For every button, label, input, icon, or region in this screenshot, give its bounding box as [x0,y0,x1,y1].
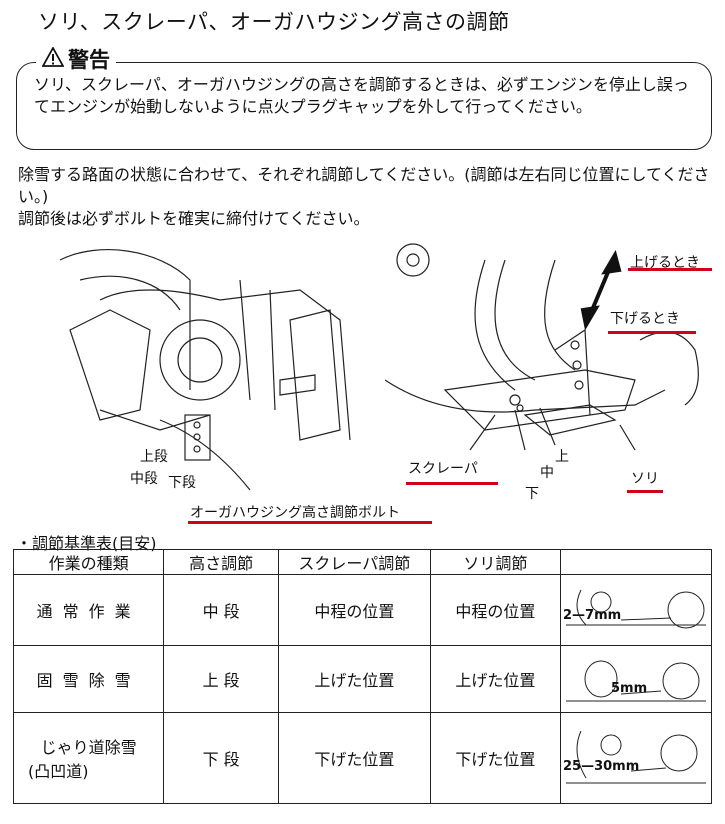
intro-line-2: 調節後は必ずボルトを確実に締付けてください。 [18,209,370,228]
label-lower: 下段 [168,475,196,491]
cell-work: じゃり道除雪 (凸凹道) [12,712,165,804]
gap-value: 25—30mm [563,759,640,774]
gap-illustration-normal [566,589,706,629]
label-sori: ソリ [631,471,659,487]
cell-scraper: 上げた位置 [277,645,431,713]
gap-value: 2—7mm [563,608,622,623]
auger-drawing [59,249,351,491]
table-row: 通常作業 中 段 中程の位置 中程の位置 2—7mm [12,574,712,646]
cell-illustration: 5mm [560,645,712,713]
header-gap [560,549,712,575]
gap-value: 5mm [611,681,648,696]
label-scraper: スクレーパ [408,461,478,477]
adjustment-table: 作業の種類 高さ調節 スクレーパ調節 ソリ調節 通常作業 中 段 中程の位置 中… [12,549,712,804]
label-auger-bolt: オーガハウジング高さ調節ボルト [190,505,400,521]
warning-text: ソリ、スクレーパ、オーガハウジングの高さを調節するときは、必ずエンジンを停止し誤… [34,75,689,116]
cell-work-sub: (凸凹道) [28,762,89,781]
intro-text: 除雪する路面の状態に合わせて、それぞれ調節してください。(調節は左右同じ位置にし… [18,164,718,230]
cell-illustration: 25—30mm [560,712,712,804]
raise-underline [628,268,712,271]
scraper-diagram: 上げるとき 下げるとき スクレーパ ソリ 上 中 下 [384,240,715,502]
cell-scraper: 中程の位置 [277,574,431,646]
auger-diagram: 上段 中段 下段 [40,240,370,500]
cell-height: 上 段 [163,645,279,713]
label-upper: 上段 [140,449,168,465]
label-middle: 中段 [130,471,158,487]
intro-line-1: 除雪する路面の状態に合わせて、それぞれ調節してください。(調節は左右同じ位置にし… [18,165,710,206]
scraper-drawing [384,243,699,451]
label-up: 上 [555,449,569,465]
table-row: じゃり道除雪 (凸凹道) 下 段 下げた位置 下げた位置 25—30mm [12,712,712,804]
header-sori: ソリ調節 [429,549,562,575]
cell-work-main: じゃり道除雪 [40,738,137,757]
table-caption: ・調節基準表(目安) [16,534,157,553]
cell-height: 下 段 [163,712,279,804]
warning-triangle-icon [41,45,65,72]
cell-sori: 上げた位置 [429,645,562,713]
label-mid: 中 [540,465,554,481]
table-row: 固雪除雪 上 段 上げた位置 上げた位置 5mm [12,645,712,713]
cell-height: 中 段 [163,574,279,646]
table-header-row: 作業の種類 高さ調節 スクレーパ調節 ソリ調節 [12,549,712,575]
cell-work: 固雪除雪 [12,645,165,713]
cell-sori: 下げた位置 [429,712,562,804]
cell-sori: 中程の位置 [429,574,562,646]
sori-underline [627,490,663,493]
cell-illustration: 2—7mm [560,574,712,646]
warning-box [16,62,712,150]
cell-work: 通常作業 [12,574,165,646]
gap-illustration-hard [566,660,706,702]
warning-heading: 警告 [36,44,116,74]
cell-scraper: 下げた位置 [277,712,431,804]
gap-illustration-gravel [566,730,706,784]
scraper-underline [406,482,498,485]
header-work: 作業の種類 [12,549,165,575]
lower-when-underline [608,331,696,334]
label-lower-when: 下げるとき [610,311,680,327]
warning-heading-text: 警告 [68,48,110,72]
label-raise: 上げるとき [630,255,700,271]
auger-bolt-underline [188,521,432,524]
page-title: ソリ、スクレーパ、オーガハウジング高さの調節 [38,10,510,34]
header-scraper: スクレーパ調節 [277,549,431,575]
label-down: 下 [525,486,539,502]
header-height: 高さ調節 [163,549,279,575]
